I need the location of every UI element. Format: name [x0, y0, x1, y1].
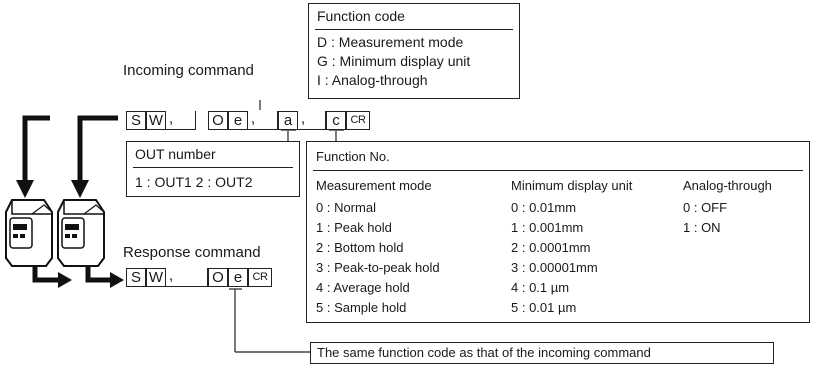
command-char: W: [146, 268, 166, 287]
incoming-command-label: Incoming command: [123, 62, 254, 79]
command-char: ,: [248, 111, 278, 130]
sensor-device-icon: [57, 199, 105, 267]
list-item: 2 : 0.0001mm: [511, 240, 591, 255]
function-code-item: G : Minimum display unit: [317, 53, 471, 69]
command-char: e: [228, 268, 248, 287]
command-char: ,: [166, 268, 208, 287]
list-item: 2 : Bottom hold: [316, 240, 404, 255]
list-item: 1 : Peak hold: [316, 220, 392, 235]
out-number-title: OUT number: [135, 146, 216, 162]
command-char: a: [278, 111, 298, 130]
sensor-device-icon: [5, 199, 53, 267]
command-char: O: [208, 268, 228, 287]
command-char: ,: [166, 111, 196, 130]
arrow-down-icon: [71, 180, 89, 198]
function-code-item: I : Analog-through: [317, 72, 428, 88]
column-header: Analog-through: [683, 178, 772, 193]
list-item: 1 : 0.001mm: [511, 220, 584, 235]
list-item: 5 : Sample hold: [316, 300, 407, 315]
list-item: 3 : Peak-to-peak hold: [316, 260, 440, 275]
list-item: 0 : OFF: [683, 200, 728, 215]
response-command-label: Response command: [123, 244, 261, 261]
arrow-right-icon: [58, 272, 72, 288]
out-number-box: OUT number 1 : OUT1 2 : OUT2: [126, 141, 300, 197]
command-char: S: [126, 111, 146, 130]
list-item: 1 : ON: [683, 220, 721, 235]
list-item: 0 : Normal: [316, 200, 376, 215]
arrow-down-icon: [16, 180, 34, 198]
function-no-box: Function No. Measurement mode Minimum di…: [306, 141, 810, 323]
note-text: The same function code as that of the in…: [317, 345, 651, 360]
command-char: O: [208, 111, 228, 130]
command-char: c: [326, 111, 346, 130]
function-code-box: Function code D : Measurement mode G : M…: [308, 3, 520, 99]
column-header: Measurement mode: [316, 178, 432, 193]
out-number-value: 1 : OUT1 2 : OUT2: [135, 174, 253, 190]
list-item: 3 : 0.00001mm: [511, 260, 598, 275]
column-header: Minimum display unit: [511, 178, 633, 193]
function-code-title: Function code: [317, 8, 405, 24]
command-char: CR: [248, 268, 272, 287]
command-char: e: [228, 111, 248, 130]
note-box: The same function code as that of the in…: [310, 342, 774, 364]
command-char: CR: [346, 111, 370, 130]
list-item: 0 : 0.01mm: [511, 200, 577, 215]
arrow-right-icon: [110, 272, 124, 288]
command-char: ,: [298, 111, 326, 130]
function-no-title: Function No.: [316, 149, 390, 164]
function-code-item: D : Measurement mode: [317, 34, 464, 50]
command-char: S: [126, 268, 146, 287]
list-item: 5 : 0.01 µm: [511, 300, 577, 315]
list-item: 4 : 0.1 µm: [511, 280, 570, 295]
command-char: W: [146, 111, 166, 130]
list-item: 4 : Average hold: [316, 280, 410, 295]
